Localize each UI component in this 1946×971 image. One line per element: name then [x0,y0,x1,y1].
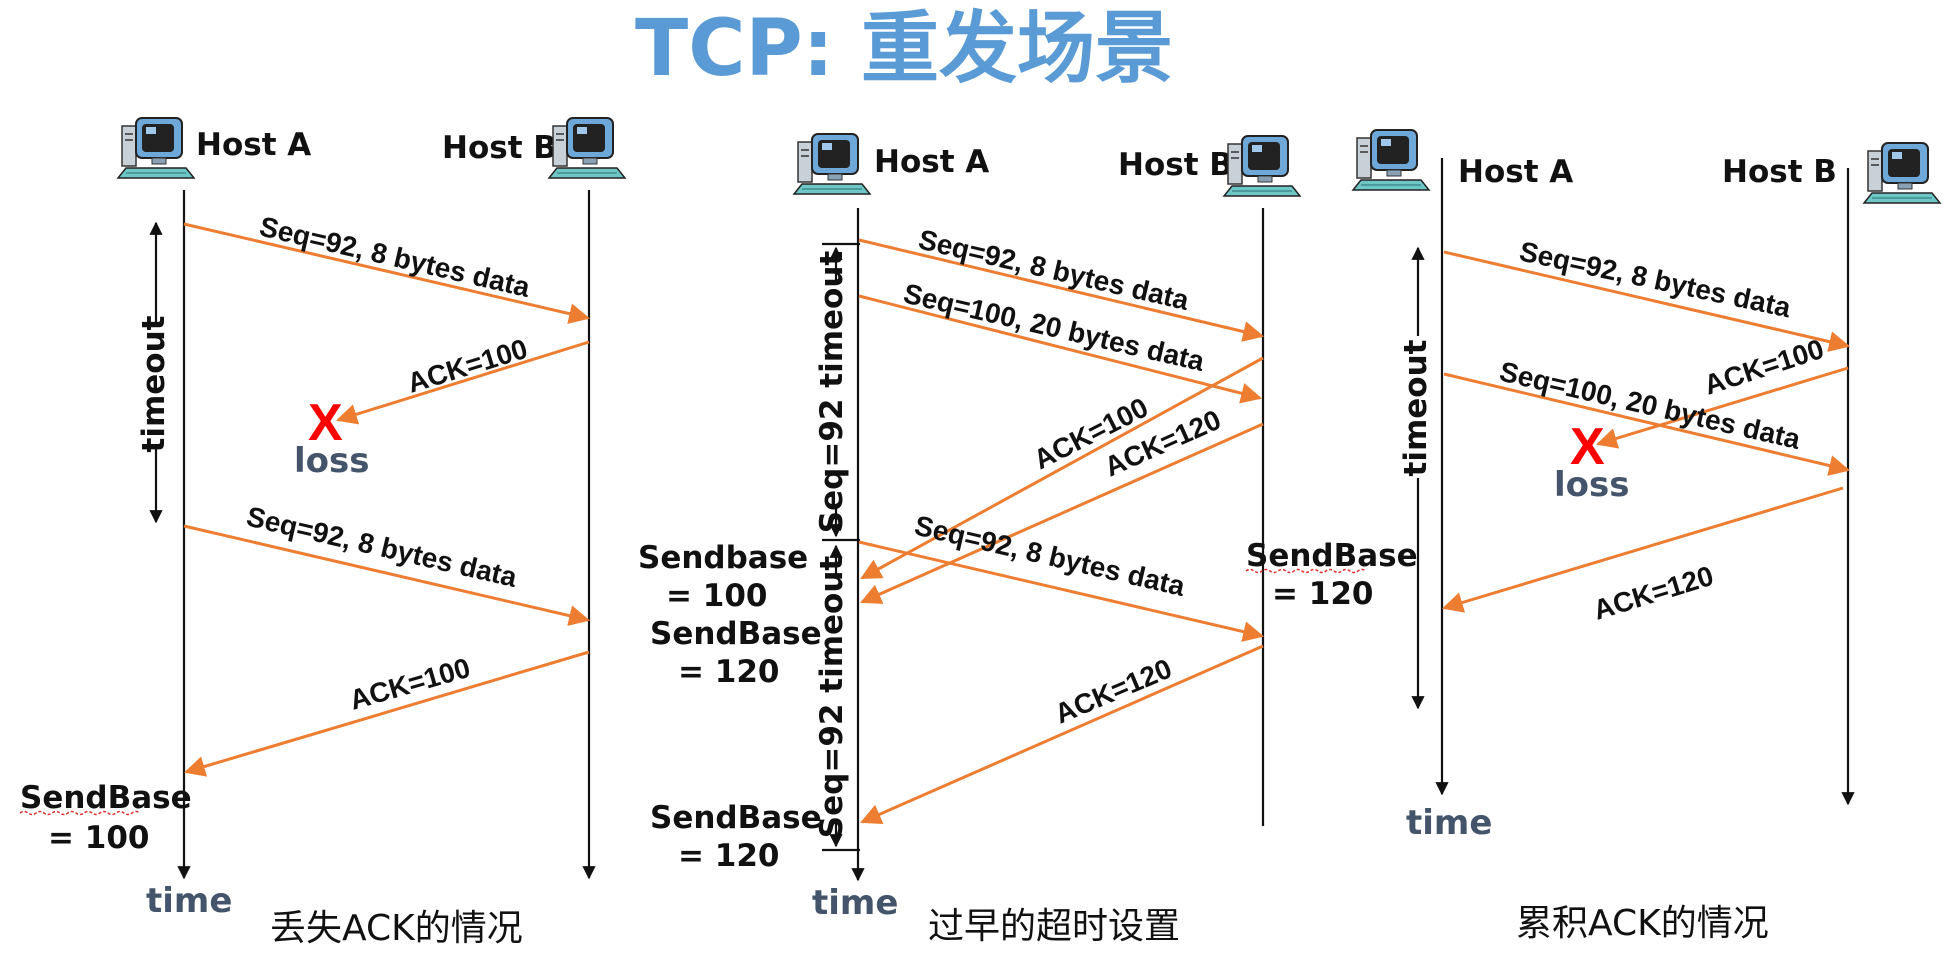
message-arrow [183,524,591,626]
message-label: Seq=92, 8 bytes data [244,501,521,593]
message-label: ACK=120 [1590,560,1717,626]
sendbase-label: SendBase [650,616,822,652]
timeout-label: timeout [136,315,172,452]
message-arrow [860,356,1264,580]
scenario-caption: 累积ACK的情况 [1516,903,1769,944]
scenario-caption: 过早的超时设置 [928,906,1180,947]
spellcheck-underline [1245,568,1367,574]
computer-icon [793,133,871,195]
sendbase-value: = 120 [678,654,779,690]
sendbase-label: SendBase [20,780,192,816]
host-a-label: Host A [1458,154,1573,190]
scenario-cumulative-ack: Host A Host B timeout Seq=92, 8 bytes da… [1352,129,1941,944]
message-arrow [858,294,1263,404]
message-label: ACK=100 [404,333,531,399]
message-arrow [1443,250,1851,352]
sendbase-label: SendBase [650,800,822,836]
computer-icon [1863,142,1941,204]
sendbase-value: = 100 [666,578,767,614]
message-arrow [183,650,590,777]
host-a-label: Host A [874,144,989,180]
host-b-label: Host B [1722,154,1837,190]
message-arrow [1443,372,1851,476]
message-label: Seq=92, 8 bytes data [257,211,534,303]
time-label: time [812,883,898,923]
loss-label: loss [294,441,370,481]
sendbase-value: = 120 [1272,576,1373,612]
loss-label: loss [1554,465,1630,505]
message-arrow [1441,486,1844,613]
timeout-label: Seq=92 timeout [814,251,850,534]
scenario-caption: 丢失ACK的情况 [270,908,523,949]
loss-mark: X [1570,418,1605,476]
message-arrow [860,644,1264,825]
time-label: time [146,881,232,921]
message-arrow [335,340,590,425]
sendbase-value: = 120 [678,838,779,874]
sendbase-value: = 100 [48,820,149,856]
scenario-premature-timeout: Host A Host B Seq=92 timeout Seq=92 time… [638,133,1418,947]
loss-mark: X [308,394,343,452]
message-arrow [183,222,591,324]
message-arrow [858,238,1265,342]
host-a-label: Host A [196,127,311,163]
spellcheck-underline [19,810,141,816]
computer-icon [117,117,195,179]
page-title: TCP: 重发场景 [635,4,1173,94]
message-label: Seq=92, 8 bytes data [912,510,1189,602]
computer-icon [548,117,626,179]
scenario-lost-ack: Host A Host B timeout Seq=92, 8 bytes da… [19,117,626,949]
message-arrow [858,540,1265,642]
time-label: time [1406,803,1492,843]
message-label: ACK=100 [1700,333,1827,401]
timeout-label: Seq=92 timeout [814,556,850,839]
computer-icon [1223,135,1301,197]
host-b-label: Host B [1118,147,1233,183]
message-arrow [860,422,1264,604]
sendbase-label: SendBase [1246,538,1418,574]
sendbase-label: Sendbase [638,540,808,576]
host-b-label: Host B [442,130,557,166]
timeout-label: timeout [1398,339,1434,476]
message-arrow [1595,366,1849,449]
computer-icon [1352,129,1430,191]
